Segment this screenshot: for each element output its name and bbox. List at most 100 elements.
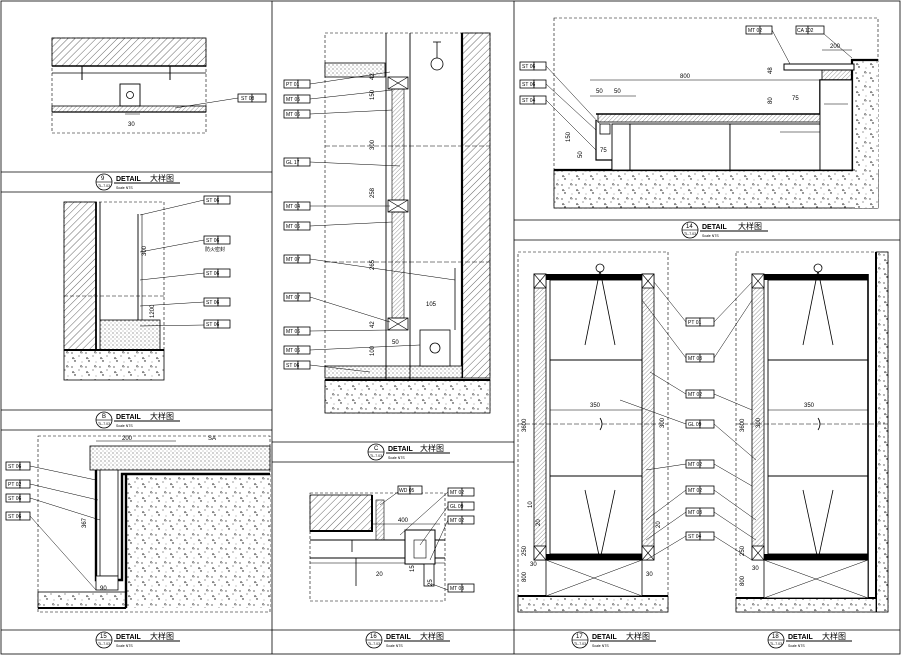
title-9-num: 9 [101, 176, 105, 182]
title-16-label: DETAIL [386, 634, 411, 641]
dC-tag-mt05: MT 05 [286, 97, 300, 103]
dB-tag-2: ST 06 [206, 238, 219, 244]
dC-dim-42b: 42 [370, 321, 376, 328]
d9-dim-30: 30 [128, 122, 135, 128]
title-17-num: 17 [576, 634, 583, 640]
title-16-ref: TL-7.03 [368, 642, 380, 646]
title-18-ref: TL-7.03 [770, 642, 782, 646]
title-b-label: DETAIL [116, 414, 141, 421]
d14-dim-150: 150 [566, 131, 572, 142]
d17-dim-30a: 30 [530, 562, 537, 568]
d14-dim-75b: 75 [600, 148, 607, 154]
title-c-label: DETAIL [388, 446, 413, 453]
dB-tag-1: ST 06 [206, 198, 219, 204]
title-18-num: 18 [772, 634, 779, 640]
d14-tag-ca102: CA 102 [797, 28, 814, 34]
d16-tag-mt02-a: MT 02 [450, 490, 464, 496]
title-17-ref: TL-7.03 [574, 642, 586, 646]
dC-tag-mt06-c: MT 06 [286, 329, 300, 335]
d16-tag-gl09: GL 09 [450, 504, 464, 510]
dB-dim-1200: 1200 [150, 304, 156, 318]
d9-tag-st08: ST 08 [241, 96, 254, 102]
d17-tag-mt03: MT 03 [688, 356, 702, 362]
dC-tag-pt01: PT 01 [286, 82, 299, 88]
title-14-num: 14 [686, 224, 693, 230]
d17-tag-mt02-b: MT 02 [688, 462, 702, 468]
dC-dim-258: 258 [370, 187, 376, 198]
d16-dim-25: 25 [428, 579, 434, 586]
d14-tag-mt02: MT 02 [748, 28, 762, 34]
title-b-cn: 大样图 [150, 411, 174, 421]
title-c-ref: TL-7.03 [370, 454, 382, 458]
detail-b-drawing: 300 1200 ST 06 ST 06 防火密封 ST 06 ST 06 ST… [63, 195, 231, 381]
dB-tag-5: ST 06 [206, 322, 219, 328]
dC-dim-100: 100 [370, 345, 376, 356]
d17-tag-pt01: PT 01 [688, 320, 701, 326]
d17-tag-mt02-c: MT 02 [688, 488, 702, 494]
detail-15-drawing: 200 SA 367 90 ST 06 PT 02 ST 06 ST 06 [5, 435, 271, 613]
d16-tag-wd05: WD 05 [399, 488, 415, 494]
title-15-sub: Scale NTS [116, 644, 133, 648]
dB-note: 防火密封 [205, 246, 225, 253]
dB-tag-3: ST 06 [206, 271, 219, 277]
title-17-sub: Scale NTS [592, 644, 609, 648]
d16-tag-mt02-b: MT 02 [450, 518, 464, 524]
d17-dim-20: 20 [536, 519, 542, 526]
d16-dim-400: 400 [398, 518, 409, 524]
d18-dim-3600: 3600 [740, 418, 746, 432]
title-9-cn: 大样图 [150, 173, 174, 183]
title-16-num: 16 [370, 634, 377, 640]
title-14-ref: TL-7.03 [684, 232, 696, 236]
title-15-ref: TL-7.03 [98, 642, 110, 646]
d15-tag-st06-c: ST 06 [8, 514, 21, 520]
d14-dim-800: 800 [680, 74, 691, 80]
d14-dim-200: 200 [830, 44, 841, 50]
title-16-sub: Scale NTS [386, 644, 403, 648]
d17-dim-800: 800 [522, 571, 528, 582]
title-detail-15: 15 TL-7.03 DETAIL 大样图 Scale NTS [95, 631, 180, 649]
title-detail-b: B TL-7.03 DETAIL 大样图 Scale NTS [95, 411, 180, 429]
d14-tag-st06-a: ST 06 [522, 64, 535, 70]
d14-dim-75a: 75 [792, 96, 799, 102]
dC-tag-mt06-b: MT 06 [286, 224, 300, 230]
d17-dim-20b: 20 [656, 521, 662, 528]
title-c-num: C [374, 446, 379, 452]
d15-dim-r: SA [208, 436, 216, 442]
d17-tag-mt02-a: MT 02 [688, 392, 702, 398]
title-c-cn: 大样图 [420, 443, 444, 453]
title-9-sub: Scale NTS [116, 186, 133, 190]
title-18-label: DETAIL [788, 634, 813, 641]
title-detail-c: C TL-7.03 DETAIL 大样图 Scale NTS [367, 443, 450, 461]
title-14-sub: Scale NTS [702, 234, 719, 238]
title-18-cn: 大样图 [822, 631, 846, 641]
dC-tag-mt07-a: MT 07 [286, 257, 300, 263]
d18-dim-300: 300 [756, 417, 762, 428]
detail-c-drawing: 150 42 300 258 265 105 50 100 42 PT 01 M… [283, 32, 491, 414]
d14-tag-st04: ST 04 [522, 98, 535, 104]
d17-tag-mt03-b: MT 03 [688, 510, 702, 516]
title-b-sub: Scale NTS [116, 424, 133, 428]
dC-dim-265: 265 [370, 259, 376, 270]
title-14-cn: 大样图 [738, 221, 762, 231]
detail-14-drawing: 800 200 50 50 75 75 80 48 150 50 ST 06 S… [519, 17, 879, 209]
title-c-sub: Scale NTS [388, 456, 405, 460]
d16-dim-15: 15 [410, 565, 416, 572]
detail-18-drawing: 350 3600 300 30 250 800 [735, 251, 889, 613]
d17-dim-30b: 30 [646, 572, 653, 578]
d15-tag-st06-a: ST 06 [8, 464, 21, 470]
dC-tag-mt06-d: MT 06 [286, 348, 300, 354]
d18-dim-30: 30 [752, 566, 759, 572]
detail-17-18-tags: PT 01 MT 03 MT 02 GL 09 MT 02 MT 02 MT 0… [619, 281, 757, 561]
d15-dim-200: 200 [122, 436, 133, 442]
dC-dim-105: 105 [426, 302, 437, 308]
d17-dim-250: 250 [522, 545, 528, 556]
title-18-sub: Scale NTS [788, 644, 805, 648]
title-detail-14: 14 TL-7.03 DETAIL 大样图 Scale NTS [681, 221, 768, 239]
d18-dim-800: 800 [740, 575, 746, 586]
title-detail-18: 18 TL-7.03 DETAIL 大样图 Scale NTS [767, 631, 852, 649]
title-b-ref: TL-7.03 [98, 422, 110, 426]
d15-tag-pt02: PT 02 [8, 482, 21, 488]
dC-dim-300: 300 [370, 139, 376, 150]
